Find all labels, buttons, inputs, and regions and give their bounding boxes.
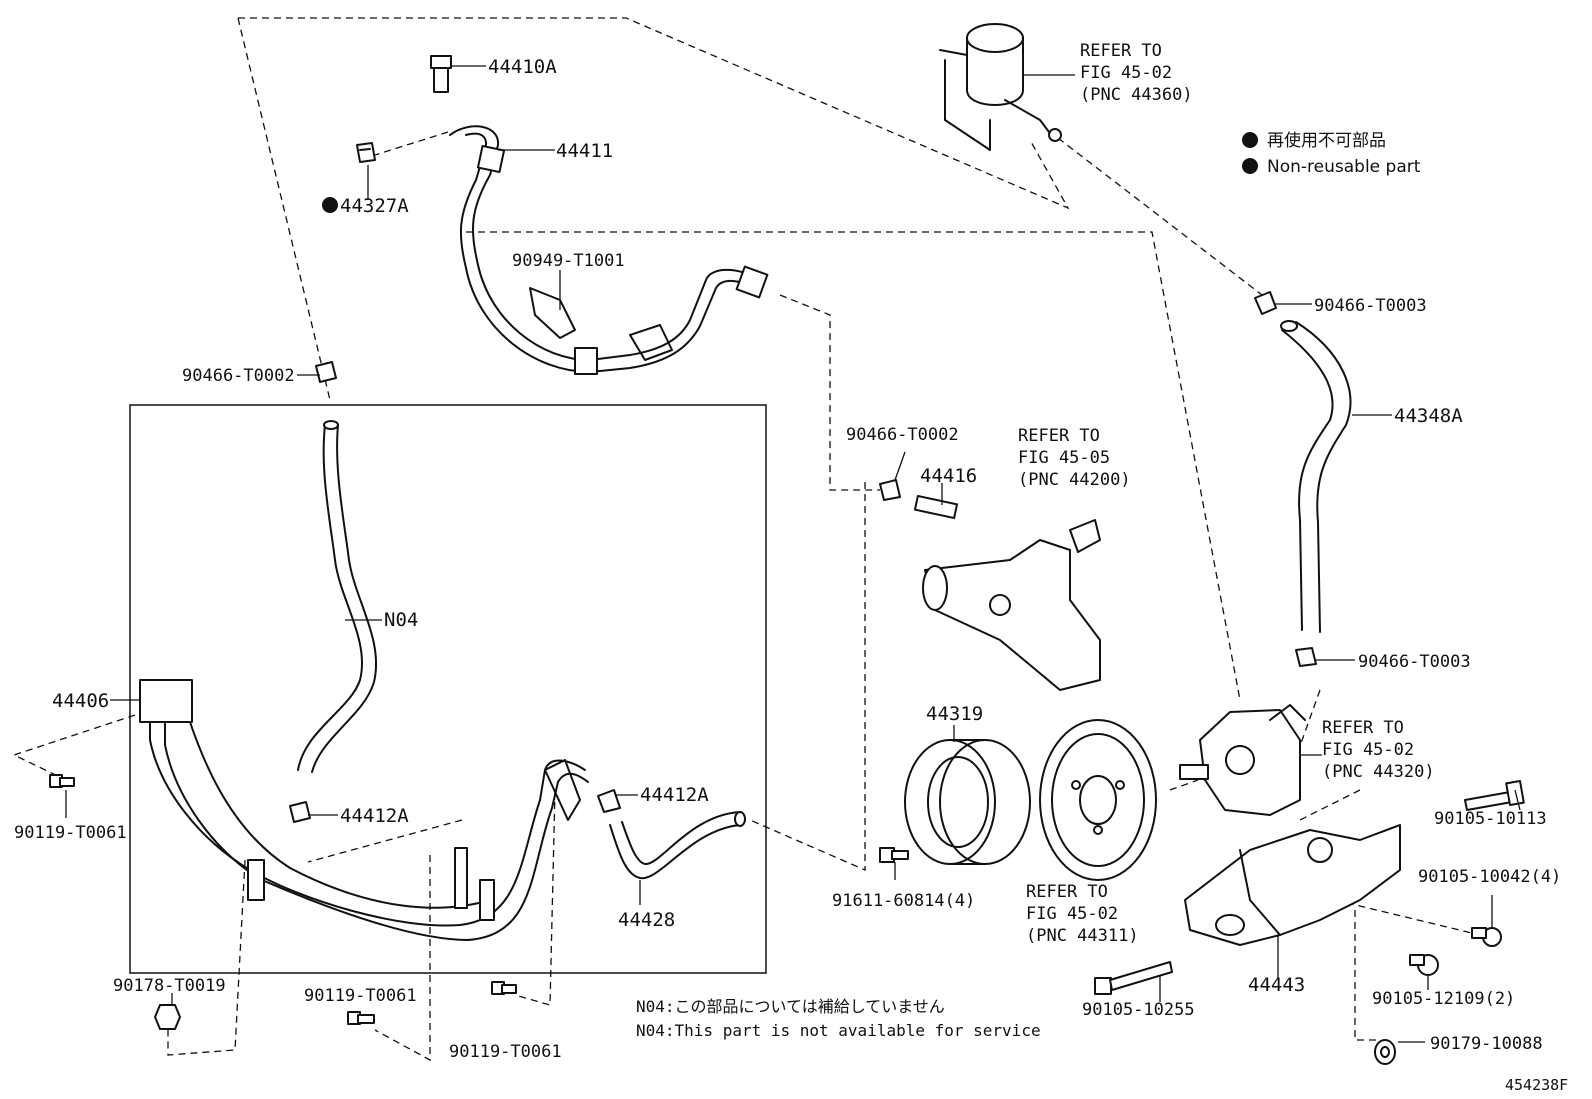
- refer-pump-line1: REFER TO: [1322, 718, 1404, 738]
- small-bolt-90119-bottom-drawing: [347, 1011, 375, 1025]
- hose-n04-drawing: [297, 420, 378, 773]
- reservoir-drawing: [939, 23, 1062, 151]
- hose-44428-drawing: [609, 811, 746, 880]
- reference-lines: [12, 17, 1481, 1062]
- non-reusable-icon: [322, 197, 338, 213]
- label-90119-t0061-left: 90119-T0061: [14, 823, 127, 843]
- refer-pulley-line2: FIG 45-02: [1026, 904, 1118, 924]
- union-bolt-drawing: [430, 55, 452, 93]
- fitting-44416-drawing: [913, 494, 959, 520]
- label-90119-t0061-center: 90119-T0061: [449, 1042, 562, 1062]
- label-44348a: 44348A: [1394, 405, 1463, 427]
- refer-pump-line2: FIG 45-02: [1322, 740, 1414, 760]
- label-90178-t0019: 90178-T0019: [113, 976, 226, 996]
- refer-gear-line2: FIG 45-05: [1018, 448, 1110, 468]
- legend-jp: 再使用不可部品: [1267, 130, 1386, 151]
- clamp-44412a-right-drawing: [597, 789, 621, 813]
- refer-reservoir: REFER TO FIG 45-02 (PNC 44360): [1080, 41, 1193, 105]
- hose-44348a-drawing: [1280, 320, 1352, 633]
- bolt-91611-drawing: [879, 847, 909, 863]
- clamp-top-drawing: [315, 361, 337, 383]
- label-90466-t0002-mid: 90466-T0002: [846, 425, 959, 445]
- bolt-90105-10113-drawing: [1464, 779, 1525, 811]
- label-90949-t1001: 90949-T1001: [512, 251, 625, 271]
- clip-44327a-drawing: [356, 142, 376, 163]
- pulley-44311-drawing: [1039, 719, 1157, 881]
- clamp-90466-t0002-mid-drawing: [879, 479, 901, 501]
- refer-pump: REFER TO FIG 45-02 (PNC 44320): [1322, 718, 1435, 782]
- note-en: N04:This part is not available for servi…: [636, 1021, 1041, 1040]
- small-bolt-90119-center-drawing: [491, 981, 517, 995]
- label-90119-t0061-bottom: 90119-T0061: [304, 986, 417, 1006]
- label-44443: 44443: [1248, 974, 1305, 996]
- note-jp: N04:この部品については補給していません: [636, 997, 945, 1016]
- legend-en: Non-reusable part: [1267, 157, 1421, 177]
- label-44428: 44428: [618, 909, 675, 931]
- label-91611-60814: 91611-60814(4): [832, 891, 975, 911]
- refer-pulley-line1: REFER TO: [1026, 882, 1108, 902]
- small-bolt-90119-left-drawing: [49, 774, 75, 788]
- refer-reservoir-line3: (PNC 44360): [1080, 85, 1193, 105]
- bolt-90105-12109-drawing: [1409, 954, 1439, 976]
- label-90105-10255: 90105-10255: [1082, 1000, 1195, 1020]
- label-n04: N04: [384, 609, 418, 631]
- label-90466-t0003-top: 90466-T0003: [1314, 296, 1427, 316]
- label-90105-12109: 90105-12109(2): [1372, 989, 1515, 1009]
- figure-code: 454238F: [1505, 1076, 1568, 1094]
- label-90105-10113: 90105-10113: [1434, 809, 1547, 829]
- bracket-44443-drawing: [1184, 824, 1401, 946]
- steering-gear-drawing: [922, 519, 1101, 691]
- refer-gear-line3: (PNC 44200): [1018, 470, 1131, 490]
- pulley-44319-drawing: [904, 739, 1031, 865]
- label-90466-t0003-bottom: 90466-T0003: [1358, 652, 1471, 672]
- label-44416: 44416: [920, 465, 977, 487]
- bolt-90105-10255-drawing: [1094, 961, 1173, 995]
- nut-90179-drawing: [1374, 1039, 1396, 1065]
- label-44412a-right: 44412A: [640, 784, 709, 806]
- label-44412a-left: 44412A: [340, 805, 409, 827]
- clamp-90466-t0003-bottom-drawing: [1295, 647, 1317, 667]
- label-90179-10088: 90179-10088: [1430, 1034, 1543, 1054]
- nut-90178-drawing: [154, 1004, 181, 1030]
- label-44319: 44319: [926, 703, 983, 725]
- label-44327a: 44327A: [340, 195, 409, 217]
- clamp-44412a-left-drawing: [289, 801, 311, 823]
- refer-pump-line3: (PNC 44320): [1322, 762, 1435, 782]
- refer-reservoir-line1: REFER TO: [1080, 41, 1162, 61]
- label-44410a: 44410A: [488, 56, 557, 78]
- non-reusable-icon: [1242, 132, 1258, 148]
- bolt-90105-10042-drawing: [1471, 927, 1502, 947]
- part-labels: 44410A 44411 44327A 90949-T1001 90466-T0…: [14, 56, 1561, 1062]
- label-90105-10042: 90105-10042(4): [1418, 867, 1561, 887]
- subassembly-frame: [129, 404, 767, 974]
- refer-reservoir-line2: FIG 45-02: [1080, 63, 1172, 83]
- refer-gear-line1: REFER TO: [1018, 426, 1100, 446]
- clamp-90466-t0003-top-drawing: [1254, 291, 1277, 315]
- refer-pulley: REFER TO FIG 45-02 (PNC 44311): [1026, 882, 1139, 946]
- refer-gear: REFER TO FIG 45-05 (PNC 44200): [1018, 426, 1131, 490]
- label-44406: 44406: [52, 690, 109, 712]
- pressure-hose-drawing: [449, 125, 769, 375]
- return-tube-drawing: [139, 679, 589, 941]
- label-44411: 44411: [556, 140, 613, 162]
- label-90466-t0002-top: 90466-T0002: [182, 366, 295, 386]
- leader-lines: [65, 65, 1521, 1043]
- legend: 再使用不可部品 Non-reusable part: [1242, 130, 1421, 177]
- refer-pulley-line3: (PNC 44311): [1026, 926, 1139, 946]
- pump-drawing: [1179, 704, 1306, 816]
- non-reusable-icon: [1242, 158, 1258, 174]
